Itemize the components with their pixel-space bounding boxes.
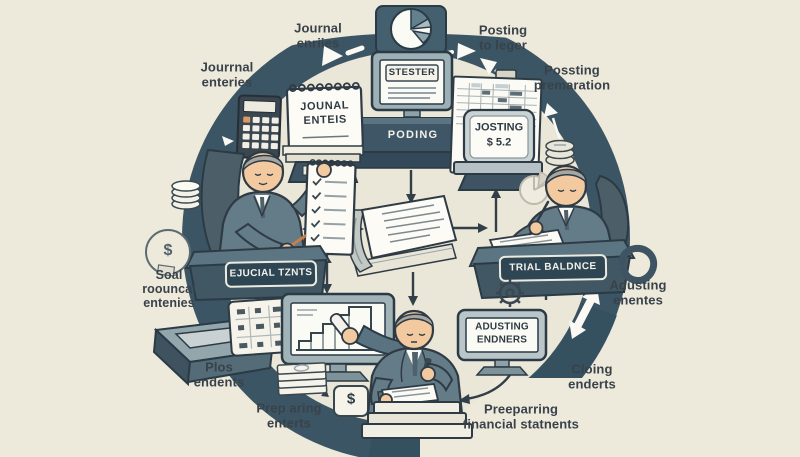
ledger-sign-text: JOSTING $ 5.2	[474, 121, 524, 149]
gear-icon	[496, 279, 524, 307]
label-soal-roouncal-entenies: Soal roouncal entenies	[142, 268, 196, 310]
left-accountant	[145, 148, 357, 302]
top-monitor-plaque-text: PODING	[387, 129, 439, 142]
arrow-icon	[544, 103, 558, 117]
bottom-accountant	[361, 309, 473, 439]
top-monitor-screen-text: STESTER	[388, 67, 436, 79]
label-journal-enriies: Journal enriies	[294, 20, 342, 50]
adjusting-monitor	[456, 308, 548, 376]
coins-icon	[545, 139, 575, 167]
label-plos-endents: Plos endents	[193, 359, 245, 389]
right-accountant	[468, 164, 658, 307]
pie-chart-icon	[390, 8, 432, 50]
arrow-icon	[322, 46, 343, 66]
dollar-tag-text: $	[346, 390, 356, 408]
bar-chart-icon	[298, 306, 372, 350]
josting-station	[449, 69, 575, 191]
arrow-icon	[480, 58, 497, 75]
screen-label-box	[385, 64, 439, 82]
label-posting-to-leger: Posting to leger	[478, 22, 528, 52]
label-cloing-enderts: Cloing enderts	[568, 361, 616, 391]
label-adusting-enentes: Adusting enentes	[609, 277, 667, 307]
label-possting-premaration: Possting premaration	[533, 62, 611, 92]
spiral-notepad-icon	[285, 82, 364, 151]
curl-icon	[618, 244, 658, 284]
checklist-notepad-icon	[303, 159, 357, 256]
plates-icon	[171, 180, 201, 210]
label-preeparring-financial: Preeparring financial statnents	[462, 401, 580, 431]
notepad-board-text: JOUNAL ENTEIS	[300, 99, 350, 127]
number-card-icon	[227, 297, 293, 357]
dollar-badge-text: $	[163, 242, 173, 259]
label-prep-aring-enterts: Prep aring enterts	[256, 400, 322, 430]
calculator-icon	[236, 94, 282, 160]
left-desk-plaque	[224, 260, 318, 288]
arrow-icon	[457, 43, 476, 59]
podium-icon	[361, 401, 473, 439]
left-desk-plaque-text: EJUCIAL TZNTS	[229, 267, 313, 280]
cash-stack-icon	[276, 362, 328, 396]
money-tag	[333, 385, 369, 417]
arrow-icon	[569, 320, 586, 339]
hand	[341, 327, 359, 345]
right-desk-plaque-text: TRIAL BALDNCE	[509, 260, 597, 274]
analysis-cluster	[152, 292, 423, 417]
ledger-book-icon	[346, 194, 458, 277]
label-jourrnal-enteries: Jourrnal enteries	[200, 59, 254, 89]
poding-station	[336, 5, 488, 169]
adjusting-monitor-text: ADUSTING ENDNERS	[475, 321, 529, 346]
hair	[545, 168, 587, 186]
right-desk-plaque	[498, 254, 608, 282]
cursor-arrow-icon	[222, 136, 234, 146]
hair	[242, 154, 284, 172]
hair	[394, 313, 434, 331]
